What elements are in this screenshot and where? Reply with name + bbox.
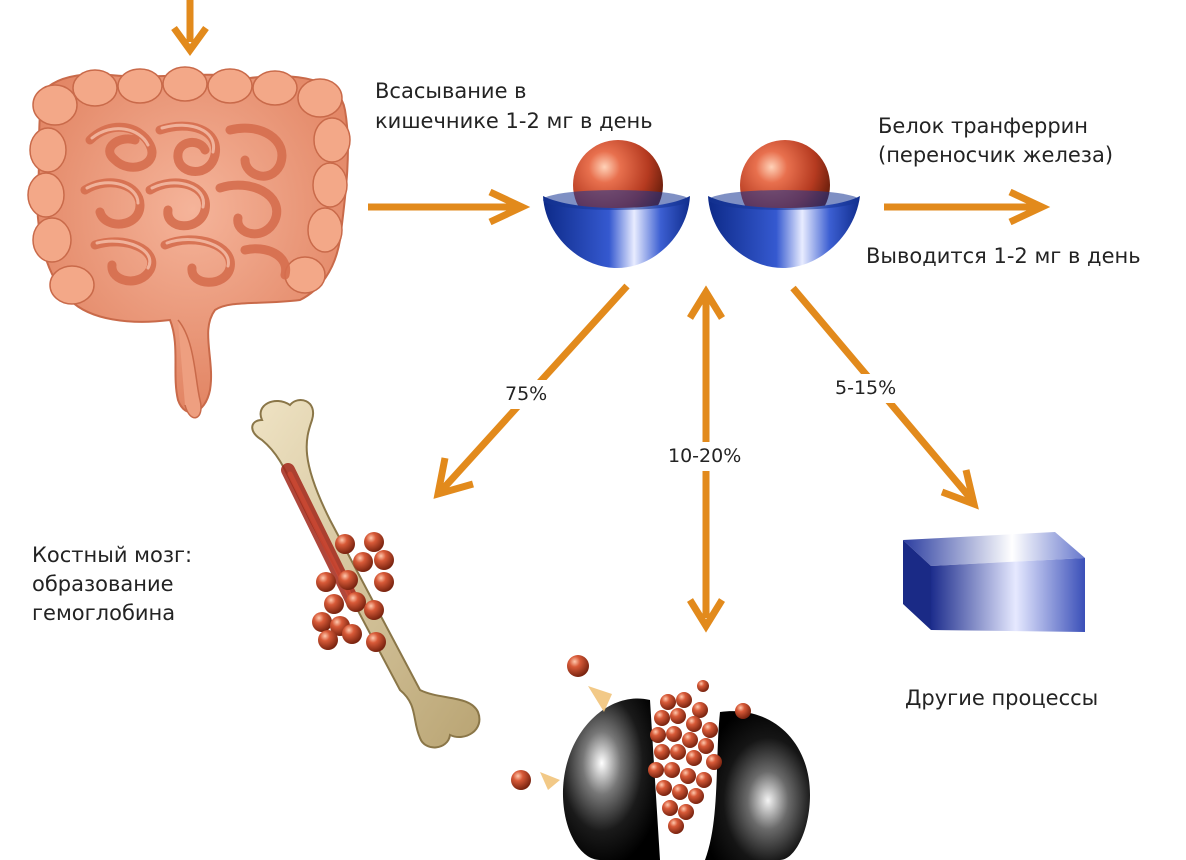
marrow-iron-balls [312, 532, 394, 652]
bone-illustration [251, 399, 481, 749]
incoming-arrow [171, 0, 209, 56]
excretion-label: Выводится 1-2 мг в день [866, 244, 1141, 268]
absorption-label-line2: кишечнике 1-2 мг в день [375, 109, 653, 133]
ferritin-storage-sphere [511, 655, 810, 860]
marrow-label-line3: гемоглобина [32, 601, 176, 625]
storage-box [903, 532, 1085, 632]
absorption-label-line1: Всасывание в [375, 79, 527, 103]
absorption-arrow [368, 188, 531, 226]
transferrin-label-line1: Белок транферрин [878, 114, 1089, 138]
storage-percentage: 10-20% [666, 442, 744, 471]
other-percentage: 5-15% [833, 374, 899, 403]
transferrin-label-line2: (переносчик железа) [878, 143, 1114, 167]
marrow-label-line2: образование [32, 572, 174, 596]
excretion-arrow [884, 188, 1051, 226]
other-processes-label: Другие процессы [905, 686, 1099, 710]
intestine-illustration [27, 66, 351, 419]
transferrin-bowl-left [543, 140, 690, 268]
transferrin-bowl-right [708, 140, 860, 268]
marrow-label-line1: Костный мозг: [32, 543, 193, 567]
marrow-percentage: 75% [503, 380, 550, 409]
